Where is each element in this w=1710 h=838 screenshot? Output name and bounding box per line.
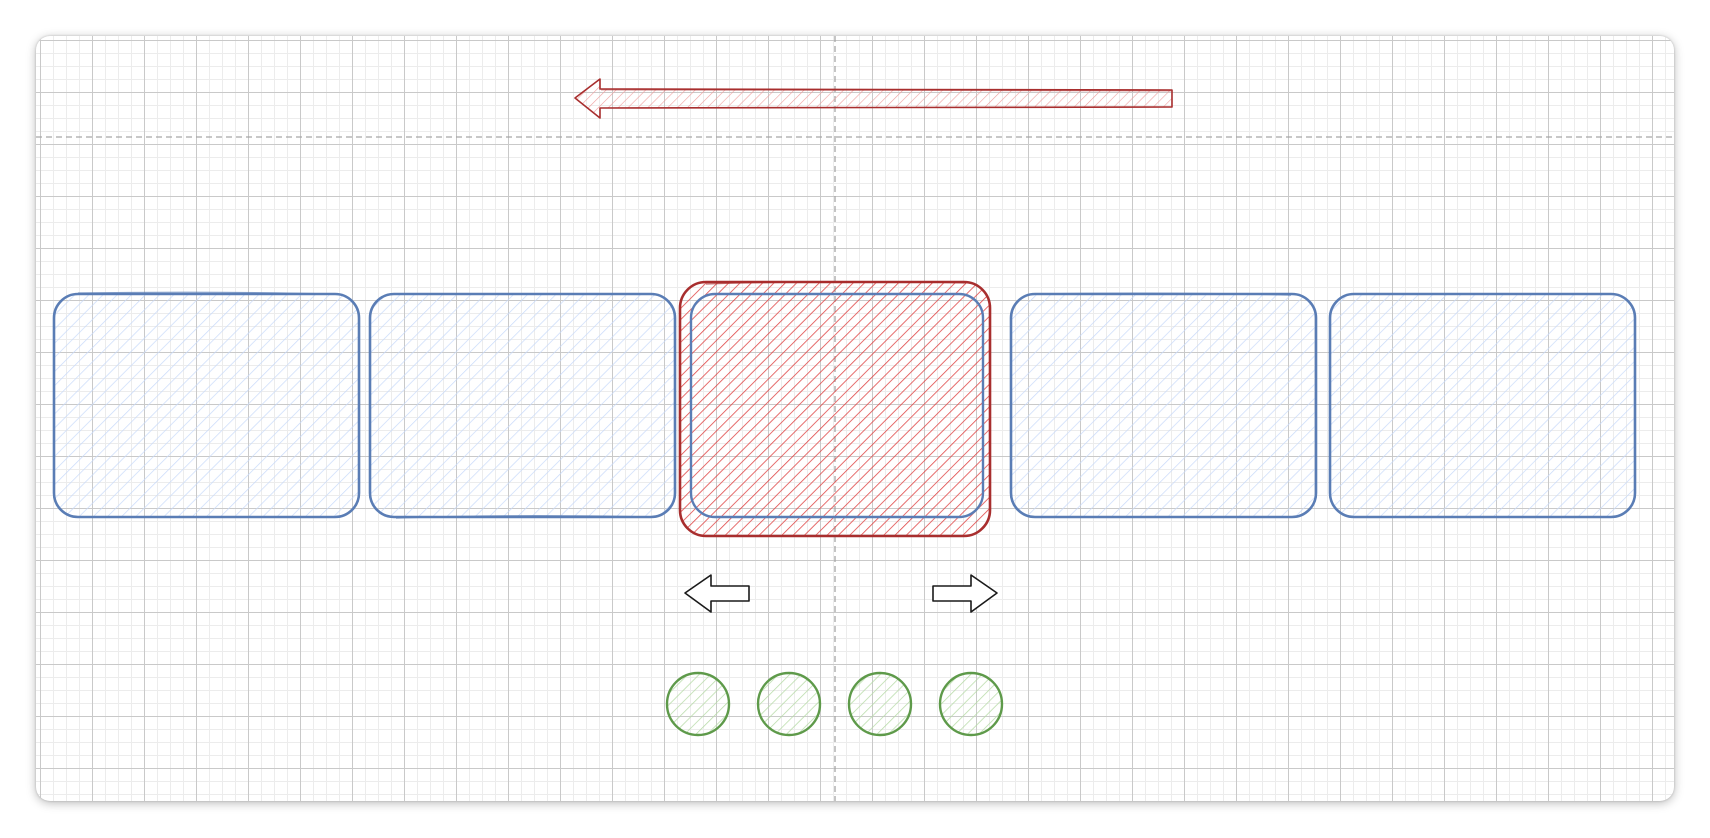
slide-4[interactable] [1009,292,1318,519]
slide-1[interactable] [52,291,361,519]
pagination-dot-3[interactable] [847,671,913,737]
carousel-slides [52,280,1637,538]
arrow-left-icon[interactable] [684,574,750,613]
pagination-dot-4[interactable] [938,671,1004,737]
pagination-dot-2[interactable] [756,671,822,737]
slide-2[interactable] [368,292,677,519]
pagination-dot-1[interactable] [665,671,731,737]
arrow-right-icon[interactable] [932,574,998,613]
carousel-diagram [36,36,1674,801]
long-arrow-left-icon [574,78,1173,119]
pagination-dots [665,671,1004,737]
slide-3-active[interactable] [678,280,992,538]
slide-5[interactable] [1328,292,1637,519]
diagram-canvas [36,36,1674,801]
